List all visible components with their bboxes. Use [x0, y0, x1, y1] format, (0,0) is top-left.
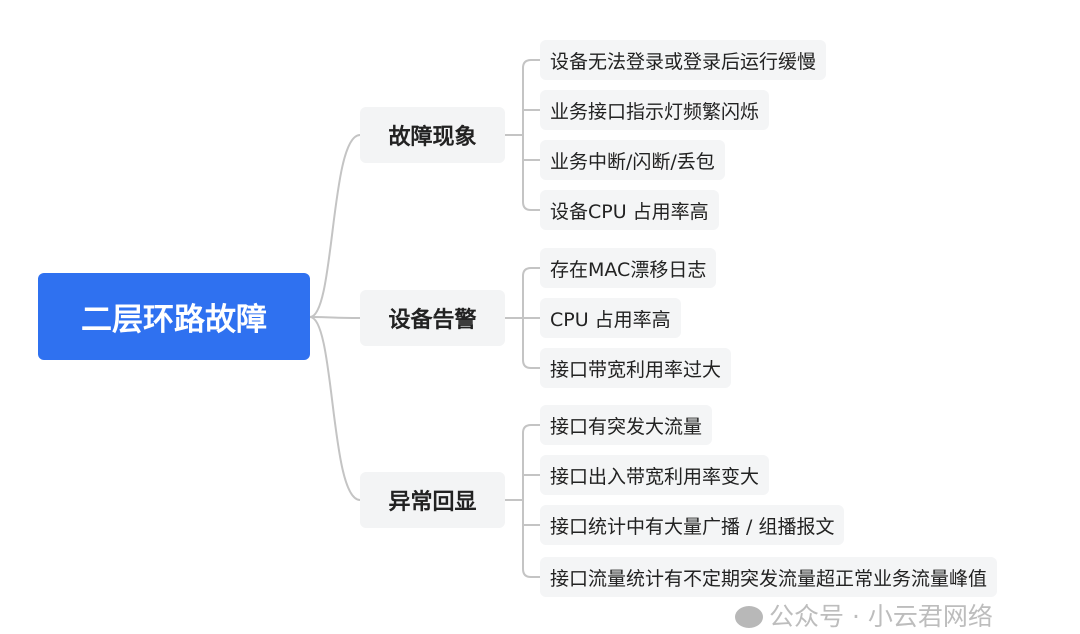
root-branch-link: [309, 316, 361, 319]
leaf-node[interactable]: 业务中断/闪断/丢包: [540, 140, 725, 180]
leaf-bracket: [522, 424, 540, 578]
wechat-icon: [735, 606, 763, 628]
leaf-node[interactable]: CPU 占用率高: [540, 298, 681, 338]
branch-node[interactable]: 异常回显: [360, 472, 505, 528]
leaf-node[interactable]: 设备无法登录或登录后运行缓慢: [540, 40, 827, 80]
leaf-node[interactable]: 设备CPU 占用率高: [540, 190, 719, 230]
leaf-node[interactable]: 业务接口指示灯频繁闪烁: [540, 90, 770, 130]
leaf-node[interactable]: 接口带宽利用率过大: [540, 348, 732, 388]
watermark: 公众号 · 小云君网络: [735, 602, 993, 632]
leaf-node[interactable]: 接口统计中有大量广播 / 组播报文: [540, 505, 845, 545]
root-branch-link: [309, 316, 361, 501]
branch-node[interactable]: 设备告警: [360, 290, 505, 346]
leaf-node[interactable]: 存在MAC漂移日志: [540, 248, 717, 288]
branch-node[interactable]: 故障现象: [360, 107, 505, 163]
leaf-node[interactable]: 接口流量统计有不定期突发流量超正常业务流量峰值: [540, 557, 998, 597]
leaf-node[interactable]: 接口出入带宽利用率变大: [540, 455, 770, 495]
leaf-node[interactable]: 接口有突发大流量: [540, 405, 713, 445]
root-node[interactable]: 二层环路故障: [38, 273, 310, 360]
root-branch-link: [309, 134, 361, 318]
watermark-text: 公众号 · 小云君网络: [769, 602, 993, 631]
leaf-bracket: [522, 59, 540, 211]
